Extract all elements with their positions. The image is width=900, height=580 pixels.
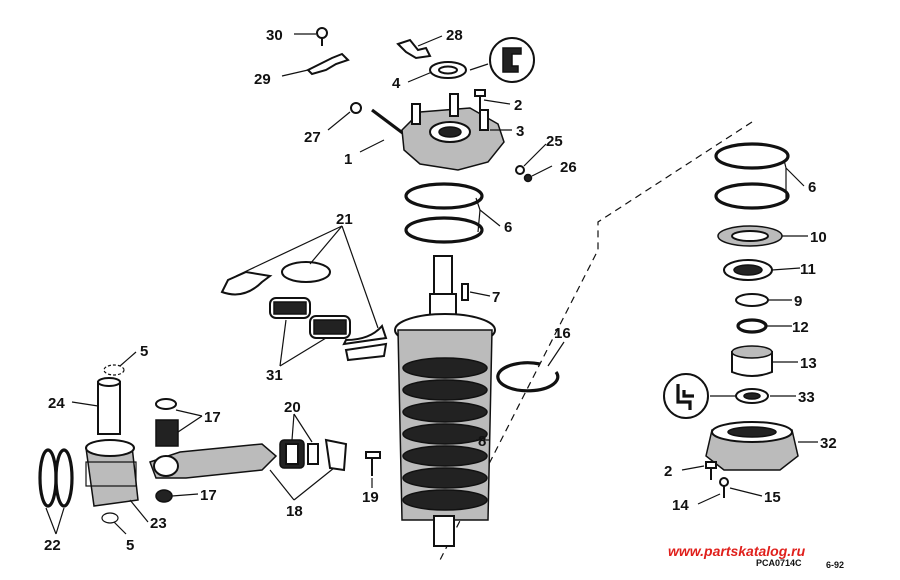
part-4-seal (429, 61, 467, 79)
label-part-28: 28 (446, 27, 463, 44)
part-6-oring-right-lower (714, 182, 790, 210)
part-14-15-screw-washer (719, 477, 729, 498)
part-6-oring-right-upper (714, 142, 790, 170)
label-part-11: 11 (800, 261, 816, 278)
part-32-lower-housing (705, 421, 799, 471)
part-9-ring (735, 293, 769, 307)
label-part-6-right: 6 (808, 179, 816, 196)
label-part-3: 3 (516, 123, 524, 140)
label-part-2-lower: 2 (664, 463, 672, 480)
part-1-pin (371, 108, 405, 136)
part-21-retainer-ring (281, 261, 331, 283)
label-part-2-upper: 2 (514, 97, 522, 114)
part-10-plate (717, 225, 783, 247)
label-part-17-lower: 17 (200, 487, 217, 504)
part-21-bearing-lower (344, 342, 388, 362)
part-23-piston (85, 439, 139, 507)
part-33-seal (735, 388, 769, 404)
label-part-16: 16 (554, 325, 571, 342)
leader-lines (45, 33, 818, 535)
label-part-7: 7 (492, 289, 500, 306)
label-part-24: 24 (48, 395, 65, 412)
part-19-rod-bolt (365, 451, 381, 476)
label-part-1: 1 (344, 151, 352, 168)
part-21-bearing-half-left (220, 270, 273, 296)
subassembly-outline (439, 121, 753, 561)
part-21-bearing-half-right (342, 324, 388, 346)
diagram-date: 6-92 (826, 560, 844, 570)
part-6-oring-lower (404, 216, 484, 244)
part-30-screw (316, 27, 328, 46)
part-2-bolt (474, 89, 486, 110)
sealant-callout-icon (489, 37, 535, 83)
part-12-oring (736, 318, 768, 334)
label-part-26: 26 (560, 159, 577, 176)
label-part-8: 8 (478, 433, 486, 450)
part-26-nut (523, 173, 533, 183)
part-27-plug (350, 102, 362, 114)
part-3-upper-housing (401, 93, 505, 171)
label-part-15: 15 (764, 489, 781, 506)
diagram-code: PCA0714C (756, 558, 802, 568)
label-part-22: 22 (44, 537, 61, 554)
part-2-bolt-lower (705, 461, 717, 480)
part-8-crankshaft (394, 255, 496, 547)
label-part-13: 13 (800, 355, 817, 372)
part-31-needle-cages (269, 297, 351, 339)
label-part-5-upper: 5 (140, 343, 148, 360)
label-part-19: 19 (362, 489, 379, 506)
label-part-9: 9 (794, 293, 802, 310)
label-part-23: 23 (150, 515, 167, 532)
part-13-sleeve (731, 345, 773, 377)
part-22-piston-rings (38, 448, 74, 508)
label-part-31: 31 (266, 367, 283, 384)
label-part-30: 30 (266, 27, 283, 44)
part-6-oring-upper (404, 182, 484, 210)
label-part-33: 33 (798, 389, 815, 406)
label-part-32: 32 (820, 435, 837, 452)
watermark-text: www.partskatalog.ru (668, 543, 806, 559)
label-part-12: 12 (792, 319, 809, 336)
label-part-18: 18 (286, 503, 303, 520)
part-20-needle-cages (279, 439, 319, 469)
part-24-piston-pin (97, 377, 121, 435)
label-part-29: 29 (254, 71, 271, 88)
part-11-bearing (723, 259, 773, 281)
label-part-6-center: 6 (504, 219, 512, 236)
part-7-pin (461, 283, 469, 301)
part-5-ring-lower (101, 512, 119, 524)
part-16-retaining-ring (496, 361, 560, 393)
label-part-20: 20 (284, 399, 301, 416)
label-part-4: 4 (392, 75, 401, 92)
part-28-clip (396, 38, 432, 60)
label-part-21: 21 (336, 211, 353, 228)
part-17-needle-bearing-upper (155, 398, 179, 447)
part-5-ring-upper (103, 364, 125, 376)
part-17-needle-bearing-lower (155, 489, 173, 503)
label-part-14: 14 (672, 497, 689, 514)
part-18-rod-cap (324, 438, 348, 472)
label-part-25: 25 (546, 133, 563, 150)
part-18-connecting-rod (149, 443, 278, 479)
label-part-27: 27 (304, 129, 321, 146)
label-part-17-upper: 17 (204, 409, 221, 426)
part-29-bracket (306, 52, 350, 76)
label-part-5-lower: 5 (126, 537, 134, 554)
part-25-washer (515, 165, 525, 175)
lubricant-callout-icon (663, 373, 709, 419)
label-part-10: 10 (810, 229, 827, 246)
